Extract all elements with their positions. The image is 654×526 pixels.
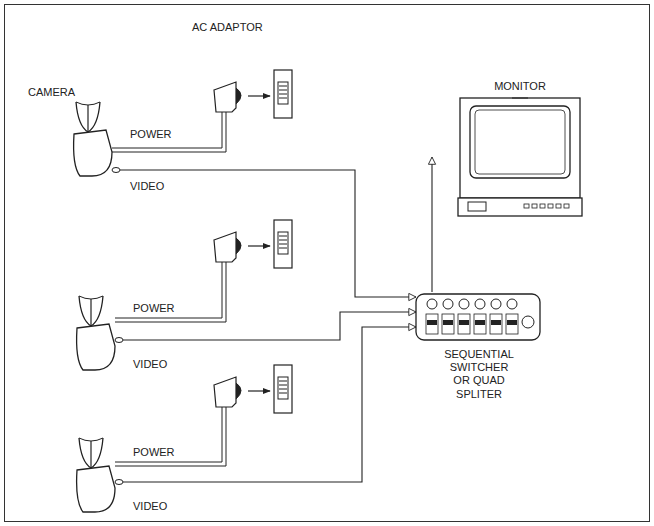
monitor-picture bbox=[452, 96, 588, 220]
camera-symbol bbox=[77, 407, 226, 512]
signal-arrow bbox=[431, 157, 432, 292]
signal-name: POWER bbox=[133, 302, 175, 314]
switcher-picture bbox=[414, 292, 544, 344]
ac-adaptor-symbol bbox=[214, 220, 292, 268]
camera-symbol bbox=[77, 262, 226, 370]
signal-name: VIDEO bbox=[130, 180, 164, 192]
ac-adaptor-symbol bbox=[214, 365, 292, 413]
switcher-label: SEQUENTIAL SWITCHER OR QUAD SPLITER bbox=[440, 348, 518, 401]
signal-name: VIDEO bbox=[133, 358, 167, 370]
monitor: MONITOR bbox=[452, 80, 588, 220]
signal-name: VIDEO bbox=[133, 500, 167, 512]
monitor-label: MONITOR bbox=[452, 80, 588, 93]
part-name: AC ADAPTOR bbox=[192, 21, 263, 33]
part-name: CAMERA bbox=[28, 86, 75, 98]
video-wire bbox=[120, 170, 416, 297]
video-wire bbox=[123, 312, 416, 340]
signal-name: POWER bbox=[130, 128, 172, 140]
signal-name: POWER bbox=[133, 446, 175, 458]
ac-adaptor-symbol bbox=[214, 70, 292, 118]
switcher: SEQUENTIAL SWITCHER OR QUAD SPLITER bbox=[414, 292, 544, 401]
camera-symbol bbox=[74, 102, 226, 176]
frame bbox=[5, 5, 650, 522]
video-wire bbox=[123, 327, 416, 482]
